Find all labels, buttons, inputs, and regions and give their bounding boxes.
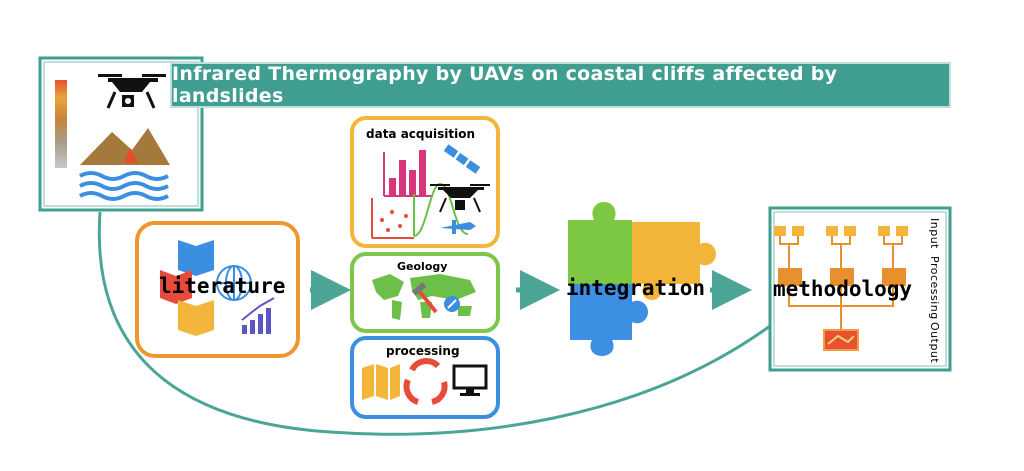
- drone-icon: [98, 74, 166, 109]
- airplane-icon: [440, 220, 476, 234]
- methodology-box: [768, 206, 952, 372]
- literature-box: [135, 221, 300, 358]
- puzzle-blue-piece: [570, 284, 648, 356]
- globe-icon: [216, 265, 252, 301]
- data-acquisition-label: data acquisition: [366, 127, 476, 141]
- puzzle-icon: [568, 202, 716, 356]
- stage-input-label: Input: [928, 218, 941, 249]
- stage-output-label: Output: [928, 322, 941, 364]
- hammer-icon: [411, 282, 438, 314]
- title-banner: Infrared Thermography by UAVs on coastal…: [170, 62, 951, 108]
- geology-box: [350, 252, 500, 333]
- refresh-icon: [403, 358, 448, 405]
- flowchart-icon: [774, 226, 908, 351]
- scatter-plot-icon: [371, 198, 414, 239]
- methodology-label: methodology: [773, 277, 913, 301]
- puzzle-yellow-piece: [632, 222, 716, 300]
- data-acquisition-box: [350, 116, 500, 248]
- bar-chart-icon: [383, 150, 432, 197]
- thermal-scale-icon: [55, 80, 67, 168]
- literature-label: literature: [159, 274, 286, 298]
- world-map-icon: [372, 274, 476, 320]
- compass-icon: [444, 296, 460, 312]
- monitor-icon: [452, 364, 488, 396]
- integration-label: integration: [566, 276, 706, 300]
- books-icon: [160, 240, 214, 336]
- puzzle-green-piece: [568, 202, 650, 284]
- map-icon: [362, 364, 400, 400]
- growth-chart-icon: [241, 297, 275, 334]
- satellite-icon: [443, 144, 481, 174]
- geology-label: Geology: [397, 260, 448, 273]
- processing-label: processing: [386, 344, 460, 358]
- mountain-icon: [80, 128, 170, 165]
- processing-box: [350, 336, 500, 419]
- feedback-curve: [97, 211, 771, 436]
- stage-processing-label: Processing: [928, 256, 941, 320]
- output-image-icon: [823, 329, 859, 351]
- waves-icon: [79, 171, 169, 201]
- drone-small-icon: [430, 184, 490, 213]
- diagram-title: Infrared Thermography by UAVs on coastal…: [172, 63, 838, 107]
